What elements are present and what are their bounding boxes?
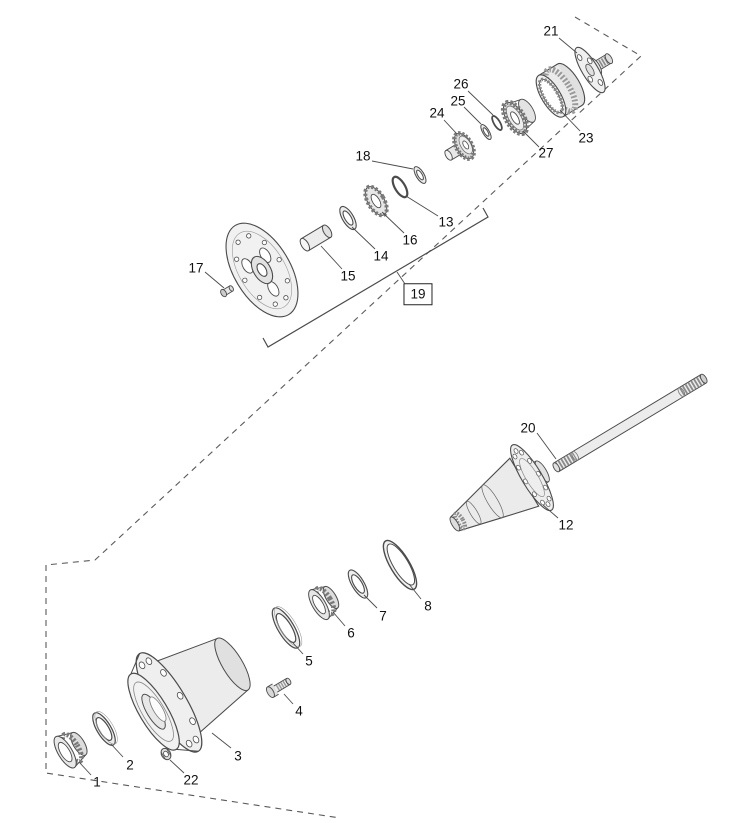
leader-12	[542, 504, 559, 519]
part-bearing-1	[53, 731, 88, 769]
callout-16: 16	[402, 232, 418, 248]
part-drum-23	[535, 62, 586, 118]
part-pin-15	[299, 224, 333, 252]
leader-4	[283, 693, 294, 705]
callout-26: 26	[453, 76, 469, 92]
callout-22: 22	[183, 772, 199, 788]
part-ring-8	[382, 539, 418, 591]
callout-20: 20	[520, 420, 536, 436]
leader-24	[443, 119, 458, 135]
callout-21: 21	[543, 23, 559, 39]
part-carrier-plate	[225, 222, 299, 318]
leader-20	[536, 432, 557, 460]
leader-2	[110, 743, 124, 758]
callout-4: 4	[295, 703, 303, 719]
part-gear-27	[500, 98, 536, 137]
callout-17: 17	[188, 260, 204, 276]
callout-7: 7	[379, 608, 387, 624]
callout-12: 12	[558, 517, 574, 533]
leader-25	[463, 106, 482, 125]
leader-14	[351, 226, 376, 250]
callout-23: 23	[578, 130, 594, 146]
part-seal-2	[92, 711, 118, 746]
callout-5: 5	[305, 653, 313, 669]
part-shaft-20	[552, 373, 708, 473]
part-bearing-6	[308, 585, 340, 621]
part-washer-25	[480, 124, 492, 140]
callout-15: 15	[340, 268, 356, 284]
part-seal-7	[347, 569, 369, 599]
leader-8	[408, 583, 422, 600]
leader-3	[211, 732, 232, 749]
leader-13	[405, 195, 439, 217]
leader-17	[204, 271, 225, 289]
callout-2: 2	[126, 757, 134, 773]
callout-8: 8	[424, 598, 432, 614]
leader-7	[363, 594, 378, 609]
callout-14: 14	[373, 248, 389, 264]
part-spindle-12	[449, 444, 554, 532]
leader-26	[467, 90, 494, 116]
part-nut-22	[160, 747, 172, 761]
leader-lines	[78, 37, 581, 776]
leader-16	[381, 211, 405, 234]
part-bolt-17	[220, 285, 234, 298]
part-gear-24	[444, 131, 476, 161]
leader-22	[169, 759, 185, 774]
callout-18: 18	[355, 148, 371, 164]
leader-27	[522, 130, 540, 148]
part-washer-18	[413, 166, 427, 184]
callout-13: 13	[438, 214, 454, 230]
leader-21	[558, 37, 578, 54]
part-snap-ring-13	[391, 175, 409, 199]
part-hub-3	[127, 637, 251, 753]
callout-3: 3	[234, 748, 242, 764]
leader-15	[320, 245, 343, 270]
boundary-dashed-line	[45, 16, 642, 819]
leader-18	[371, 160, 414, 170]
leader-5	[292, 642, 304, 655]
leader-6	[332, 611, 346, 627]
callout-6: 6	[347, 625, 355, 641]
part-snap-ring-26	[491, 115, 503, 131]
leader-1	[78, 761, 92, 776]
leader-23	[559, 109, 581, 132]
callout-25: 25	[450, 93, 466, 109]
callout-19: 19	[403, 283, 433, 305]
callout-27: 27	[538, 145, 554, 161]
part-flange-hub-21	[574, 46, 614, 94]
assembly-bracket	[262, 207, 489, 348]
part-bolt-4	[265, 677, 292, 698]
callout-1: 1	[93, 774, 101, 790]
callout-24: 24	[429, 105, 445, 121]
